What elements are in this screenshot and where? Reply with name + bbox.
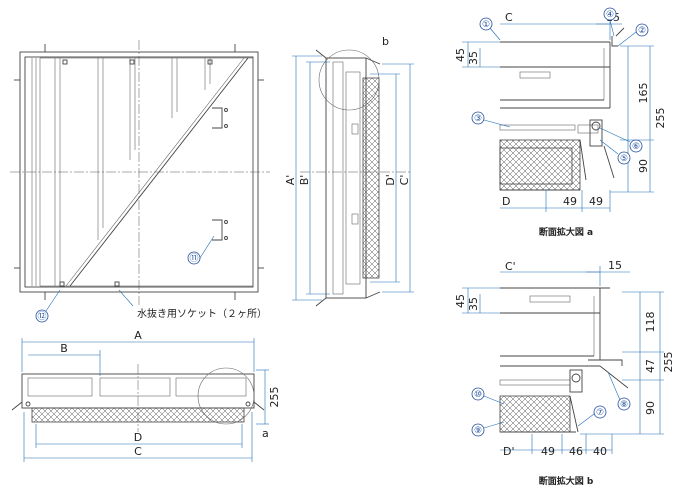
front-view [10,40,270,305]
callout-7: ⑦ [577,405,607,427]
detail-b-dim-255: 255 [662,352,675,373]
dim-C-prime: C' [398,175,411,186]
detail-b-dim-90: 90 [644,401,657,415]
detail-b-dim-118: 118 [644,312,657,333]
callout-11: ⑪ [187,235,215,265]
callout-6: ⑥ [599,127,643,153]
callout-8: ⑧ [607,371,631,411]
detail-b-dims [462,266,664,454]
dim-D-prime: D' [384,174,397,186]
side-dims [292,55,414,301]
dim-B-prime: B' [298,175,311,186]
callout-6-text: ⑥ [632,142,640,152]
detail-b-dim-40: 40 [593,445,607,458]
callout-8-text: ⑧ [620,400,628,410]
detail-a-dim-49b: 49 [589,195,603,208]
detail-a-dim-35: 35 [467,51,480,65]
callout-5-text: ⑤ [620,154,628,164]
side-view [300,49,410,307]
insulation-side [362,77,380,279]
bottom-dims [21,338,269,462]
label-a: a [262,427,269,440]
detail-a [499,27,625,191]
label-b: b [382,35,389,48]
callout-5: ⑤ [599,139,631,165]
detail-b [499,287,629,433]
callout-1-text: ① [482,20,490,30]
socket-note: 水抜き用ソケット（２ヶ所） [118,289,267,320]
detail-b-dim-C-prime: C' [505,260,516,273]
callout-9: ⑨ [471,421,505,437]
callout-9-text: ⑨ [474,426,482,436]
detail-b-dim-47: 47 [644,359,657,373]
callout-2-text: ② [638,26,646,36]
callout-10: ⑩ [471,387,505,405]
detail-b-circle [318,49,380,111]
callout-7-text: ⑦ [596,408,604,418]
detail-a-dim-45: 45 [454,48,467,62]
callout-4-text: ④ [606,10,614,20]
dim-255-bottom-view: 255 [268,387,281,408]
detail-a-dims [462,18,654,212]
dim-D: D [134,431,142,444]
detail-b-caption: 断面拡大図 b [539,475,594,487]
dim-A-prime: A' [284,175,297,186]
latch-top [212,107,223,129]
detail-a-caption: 断面拡大図 a [539,226,593,238]
detail-a-dim-255: 255 [654,108,667,129]
callout-3: ③ [471,111,511,128]
callout-2: ② [617,23,649,47]
detail-b-dim-35: 35 [467,297,480,311]
detail-a-circle [197,367,255,425]
detail-a-dim-49a: 49 [563,195,577,208]
dim-C: C [134,445,142,458]
callout-12-text: ⑫ [37,311,46,322]
callout-11-text: ⑪ [189,253,198,264]
detail-a-dim-165: 165 [637,83,650,104]
dim-B: B [60,342,68,355]
callout-10-text: ⑩ [474,390,482,400]
callout-3-text: ③ [474,114,482,124]
callout-12: ⑫ [35,289,61,323]
detail-b-dim-D-prime: D' [503,445,515,458]
dim-A: A [134,329,142,342]
detail-a-dim-C: C [505,11,513,24]
latch-bottom [212,219,223,241]
bottom-view [11,364,265,432]
detail-b-dim-46: 46 [569,445,583,458]
callout-4: ④ [603,7,617,37]
detail-a-dim-D: D [502,195,510,208]
socket-note-text: 水抜き用ソケット（２ヶ所） [137,307,267,320]
detail-b-dim-15: 15 [608,259,622,272]
detail-b-dim-45: 45 [454,294,467,308]
detail-b-dim-49: 49 [541,445,555,458]
detail-a-dim-90: 90 [637,159,650,173]
callout-1: ① [479,17,501,41]
